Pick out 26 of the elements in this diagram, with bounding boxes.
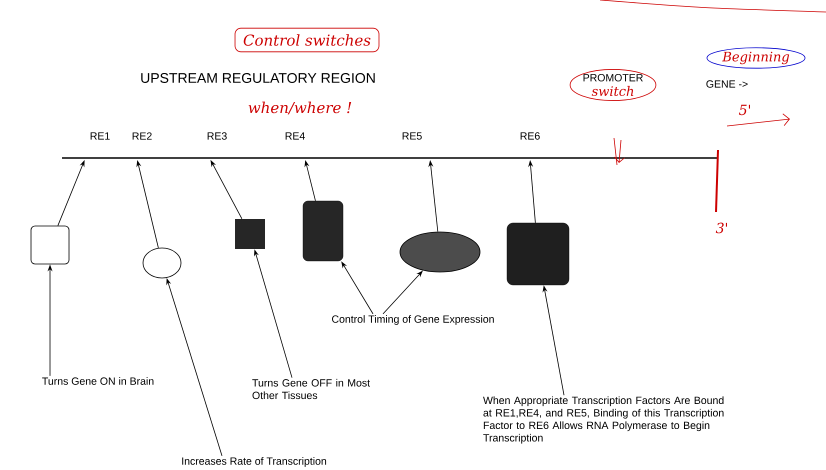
label: GENE -> — [706, 80, 748, 88]
label: UPSTREAM REGULATORY REGION — [141, 73, 375, 83]
element-shape — [400, 232, 480, 272]
handwritten-note: when/where ! — [248, 102, 352, 114]
promoter-oval: PROMOTER switch — [570, 69, 656, 101]
element-shape — [142, 248, 182, 278]
caption-text: Control Timing of Gene Expression — [332, 315, 494, 325]
caption-text: Turns Gene ON in Brain — [42, 377, 154, 385]
element-shape — [506, 222, 570, 286]
handwritten-note: 5' — [738, 104, 750, 116]
label: RE2 — [132, 132, 152, 140]
element-shape — [235, 219, 265, 249]
label: RE4 — [286, 132, 305, 140]
label: RE3 — [208, 132, 227, 140]
handwritten-note: 3' — [716, 222, 727, 234]
caption-text: When Appropriate Transcription Factors Are Bound at RE1,RE4, and RE5, Binding of this Transcription Factor to RE6 Allows RNA Polymerase to Begin Transcription — [483, 396, 724, 444]
label: RE1 — [90, 132, 110, 140]
arrow — [382, 270, 423, 314]
label: RE6 — [520, 132, 540, 140]
caption-text: Turns Gene OFF in Most Other Tissues — [252, 378, 370, 400]
element-shape — [30, 226, 70, 264]
annotation-box: Control switches — [234, 28, 380, 52]
caption-text: Increases Rate of Transcription — [182, 457, 326, 467]
element-shape — [302, 200, 344, 262]
label: RE5 — [402, 132, 422, 140]
annotation-oval: Beginning — [706, 47, 806, 69]
